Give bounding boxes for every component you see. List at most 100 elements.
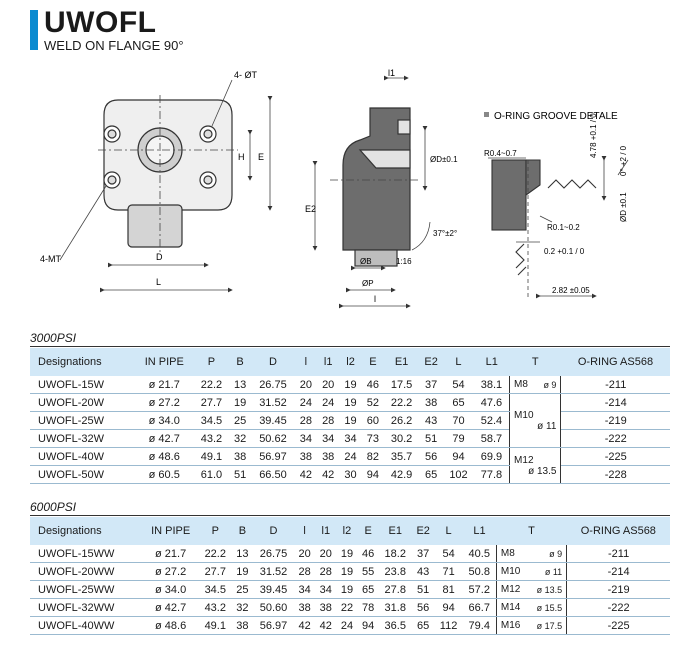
table-cell: 94 bbox=[434, 598, 463, 617]
table-cell: 79.4 bbox=[462, 616, 497, 635]
table-cell: 38 bbox=[231, 616, 253, 635]
table-cell: 73 bbox=[361, 429, 385, 448]
table-cell: 77.8 bbox=[473, 465, 510, 484]
table-cell: 94 bbox=[357, 616, 379, 635]
column-header: P bbox=[198, 517, 232, 545]
table-cell: 69.9 bbox=[473, 447, 510, 466]
table-cell: 65 bbox=[411, 616, 435, 635]
table-cell: UWOFL-15W bbox=[30, 376, 135, 394]
label-l: L bbox=[156, 277, 161, 287]
groove-d: ØD ±0.1 bbox=[619, 192, 628, 222]
side-bore bbox=[358, 149, 411, 169]
table-cell: 112 bbox=[434, 616, 463, 635]
table-cell: 51 bbox=[228, 465, 252, 484]
thread-size: M12 bbox=[500, 584, 521, 595]
table-cell: 28 bbox=[317, 411, 340, 430]
table-cell: 13 bbox=[231, 545, 253, 563]
column-header: P bbox=[193, 348, 229, 376]
table-cell: 47.6 bbox=[473, 393, 510, 412]
table-cell: ø 21.7 bbox=[134, 376, 194, 394]
table-cell: 34.5 bbox=[198, 580, 232, 599]
thread-size: M14 bbox=[500, 602, 521, 613]
table-cell: 52 bbox=[361, 393, 385, 412]
table-cell: UWOFL-40W bbox=[30, 447, 135, 466]
groove-depth: 4.78 +0.1 / 0 bbox=[589, 113, 598, 158]
table-cell: 30.2 bbox=[384, 429, 420, 448]
thread-size: M12 bbox=[514, 454, 534, 466]
table-cell: 42 bbox=[294, 616, 316, 635]
table-cell: 65 bbox=[419, 465, 444, 484]
table-cell-oring: -225 bbox=[566, 616, 670, 635]
bolt-hole-diameter: ø 9 bbox=[543, 379, 557, 390]
table-cell: 22.2 bbox=[384, 393, 420, 412]
table-cell: UWOFL-20WW bbox=[30, 562, 143, 581]
front-view bbox=[103, 99, 233, 248]
table-cell: 26.75 bbox=[251, 376, 295, 394]
table-cell: UWOFL-40WW bbox=[30, 616, 143, 635]
table-cell: 20 bbox=[294, 376, 318, 394]
table-cell: ø 27.2 bbox=[142, 562, 199, 581]
table-cell: 40.5 bbox=[462, 545, 497, 563]
table-cell-oring: -211 bbox=[566, 545, 670, 563]
thread-size: M10 bbox=[500, 566, 521, 577]
column-header: O-RING AS568 bbox=[566, 517, 670, 545]
label-b: ØB bbox=[360, 257, 372, 266]
table-cell: 26.75 bbox=[252, 545, 295, 563]
table-cell-oring: -211 bbox=[560, 376, 670, 394]
table-cell: 78 bbox=[357, 598, 379, 617]
column-header: IN PIPE bbox=[142, 517, 199, 545]
table-cell: 56.97 bbox=[252, 616, 295, 635]
column-header: Designations bbox=[30, 517, 143, 545]
table-cell: 34 bbox=[294, 580, 316, 599]
table-cell: 22 bbox=[336, 598, 358, 617]
table-cell: 32 bbox=[228, 429, 252, 448]
table-cell: 43 bbox=[419, 411, 444, 430]
column-header: L1 bbox=[473, 348, 510, 376]
table-cell: 52.4 bbox=[473, 411, 510, 430]
groove-angle: 0° +2 / 0 bbox=[619, 145, 628, 176]
table-cell: 42 bbox=[317, 465, 340, 484]
table-cell: 43.2 bbox=[193, 429, 229, 448]
groove-gap: 0.2 +0.1 / 0 bbox=[544, 247, 585, 256]
column-header: l bbox=[294, 348, 318, 376]
table-cell: 50.62 bbox=[251, 429, 295, 448]
table-cell: 39.45 bbox=[251, 411, 295, 430]
table-cell: 19 bbox=[336, 580, 358, 599]
side-view bbox=[342, 107, 411, 267]
table-cell-oring: -219 bbox=[560, 411, 670, 430]
table-cell: 38 bbox=[419, 393, 444, 412]
label-e: E bbox=[258, 152, 264, 162]
table-cell: 49.1 bbox=[193, 447, 229, 466]
pipe-stub bbox=[127, 204, 183, 248]
column-header: E bbox=[357, 517, 379, 545]
table-cell-oring: -219 bbox=[566, 580, 670, 599]
column-header: l2 bbox=[336, 517, 358, 545]
table-cell: 38 bbox=[315, 598, 337, 617]
table-cell: 43 bbox=[411, 562, 435, 581]
thread-size: M16 bbox=[500, 620, 521, 631]
table-cell: 81 bbox=[434, 580, 463, 599]
groove-heading: O-RING GROOVE DETALE bbox=[494, 111, 618, 122]
table-cell: 25 bbox=[231, 580, 253, 599]
table-cell: 57.2 bbox=[462, 580, 497, 599]
table-cell: 24 bbox=[317, 393, 340, 412]
table-cell: 61.0 bbox=[193, 465, 229, 484]
table-cell: 56 bbox=[411, 598, 435, 617]
column-header: l bbox=[294, 517, 316, 545]
table-cell: 31.52 bbox=[251, 393, 295, 412]
table-cell: 94 bbox=[443, 447, 474, 466]
table-cell: 25 bbox=[228, 411, 252, 430]
table-cell-oring: -228 bbox=[560, 465, 670, 484]
table-cell: 102 bbox=[443, 465, 474, 484]
label-p: ØP bbox=[362, 279, 374, 288]
table-cell: ø 48.6 bbox=[134, 447, 194, 466]
groove-heading-marker bbox=[484, 112, 489, 117]
